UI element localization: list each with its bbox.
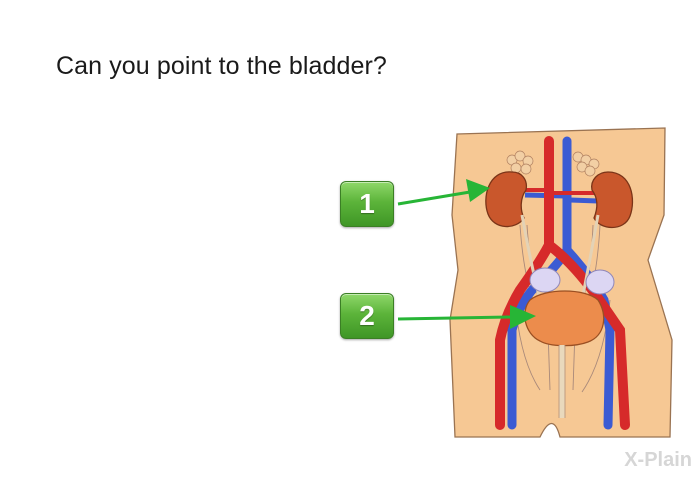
ureters	[520, 214, 600, 301]
question-text: Can you point to the bladder?	[56, 52, 387, 80]
arrow-head-1	[466, 179, 490, 202]
pointer-arrows	[397, 179, 536, 329]
renal-arteries	[525, 188, 600, 195]
kidney-right	[591, 171, 634, 229]
adrenal-glands	[506, 150, 600, 177]
answer-button-1[interactable]: 1	[340, 181, 394, 227]
arteries	[495, 136, 630, 430]
xplain-logo: X-Plain	[624, 449, 692, 471]
arrow-head-2	[510, 305, 536, 329]
bladder	[524, 290, 605, 347]
seminal-vesicle-left	[529, 267, 561, 293]
urethra-outline	[558, 345, 566, 418]
answer-button-2[interactable]: 2	[340, 293, 394, 339]
seminal-vesicle-right	[585, 269, 615, 295]
kidney-left	[485, 171, 528, 228]
